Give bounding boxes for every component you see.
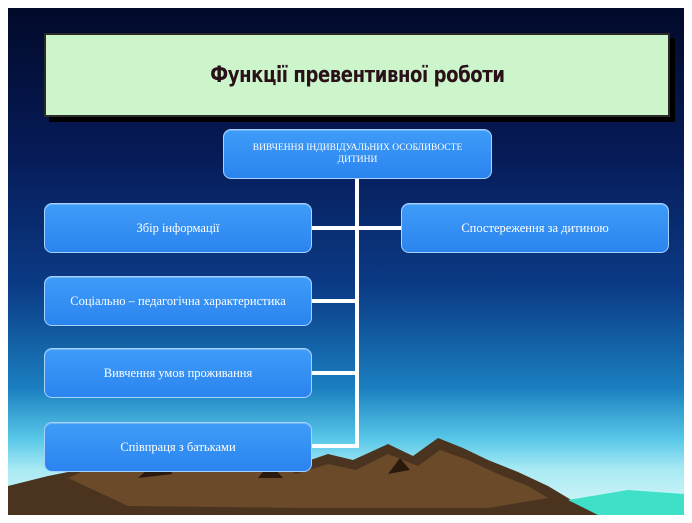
node-label: Збір інформації [136, 220, 220, 235]
node-label: Соціально – педагогічна характеристика [70, 293, 286, 308]
page-title: Функції превентивної роботи [209, 62, 505, 88]
node-label: Вивчення умов проживання [103, 365, 253, 380]
slide: Функції превентивної роботи ВИВЧЕННЯ ІНД… [8, 8, 684, 515]
root-label-line2: ДИТИНИ [337, 155, 378, 165]
node-label: Співпраця з батьками [120, 439, 236, 454]
title-box: Функції превентивної роботи [44, 33, 670, 117]
root-label-line1: ВИВЧЕННЯ ІНДИВІДУАЛЬНИХ ОСОБЛИВОСТЕ [252, 143, 463, 153]
root-node: ВИВЧЕННЯ ІНДИВІДУАЛЬНИХ ОСОБЛИВОСТЕ ДИТИ… [223, 129, 492, 179]
node-sotsialno-pedahohichna: Соціально – педагогічна характеристика [44, 276, 312, 326]
connector-lines [312, 179, 401, 448]
node-label: Спостереження за дитиною [461, 220, 609, 235]
node-sposterezhennia: Спостереження за дитиною [401, 203, 669, 253]
node-vyvchennia-umov: Вивчення умов проживання [44, 348, 312, 398]
node-zbir-informatsii: Збір інформації [44, 203, 312, 253]
node-spivpratsia-z-batkamy: Співпраця з батьками [44, 422, 312, 472]
